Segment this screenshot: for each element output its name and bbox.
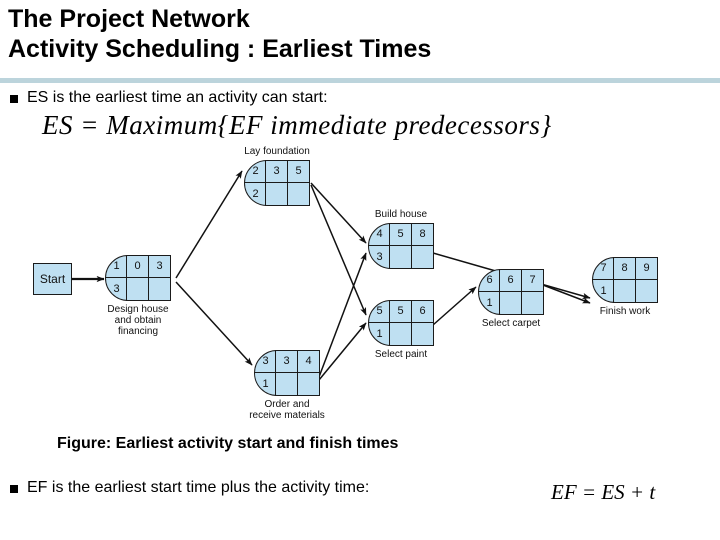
node-grid-line	[368, 245, 434, 246]
node-shape	[105, 255, 171, 301]
node-cell-es: 6	[486, 274, 493, 286]
node-cell-es: 3	[262, 355, 269, 367]
node-cell-ef: 4	[305, 355, 312, 367]
bullet-square-icon	[10, 95, 18, 103]
node-label-build-house: Build house	[374, 209, 428, 220]
node-grid-line	[389, 223, 390, 269]
node-grid-line	[265, 160, 266, 206]
node-grid-line	[368, 322, 434, 323]
node-label-select-carpet: Select carpet	[481, 318, 541, 329]
node-grid-line	[105, 277, 171, 278]
node-label-select-paint: Select paint	[374, 349, 428, 360]
node-cell-es: 4	[376, 228, 383, 240]
node-grid-line	[148, 255, 149, 301]
node-cell-num: 6	[507, 274, 514, 286]
node-grid-line	[499, 269, 500, 315]
bullet-text-es: ES is the earliest time an activity can …	[27, 89, 328, 106]
node-cell-es: 2	[252, 165, 259, 177]
node-cell-ef: 8	[419, 228, 426, 240]
node-cell-num: 8	[621, 262, 628, 274]
node-shape	[368, 223, 434, 269]
node-cell-es: 1	[113, 260, 120, 272]
node-select-paint[interactable]: 5 5 6 1 Select paint	[368, 300, 434, 360]
diagram-edges	[72, 170, 591, 381]
node-shape	[244, 160, 310, 206]
node-grid-line	[275, 350, 276, 396]
node-cell-ef: 3	[156, 260, 163, 272]
formula-ef: EF = ES + t	[551, 480, 656, 504]
node-cell-ef: 7	[529, 274, 536, 286]
node-label-lay-foundation: Lay foundation	[244, 146, 310, 157]
node-cell-t: 1	[486, 297, 493, 309]
figure-caption: Figure: Earliest activity start and fini…	[57, 435, 399, 452]
node-grid-line	[521, 269, 522, 315]
node-shape	[478, 269, 544, 315]
node-grid-line	[635, 257, 636, 303]
node-finish-work[interactable]: 7 8 9 1 Finish work	[592, 257, 658, 317]
node-build-house[interactable]: 4 5 8 3 Build house	[368, 209, 434, 269]
node-cell-ef: 9	[643, 262, 650, 274]
node-grid-line	[411, 223, 412, 269]
node-shape	[368, 300, 434, 346]
title-line-1: The Project Network	[8, 5, 250, 33]
node-cell-num: 3	[283, 355, 290, 367]
node-label-finish-work: Finish work	[599, 306, 651, 317]
title-line-2: Activity Scheduling : Earliest Times	[8, 35, 432, 63]
node-grid-line	[478, 291, 544, 292]
node-select-carpet[interactable]: 6 6 7 1 Select carpet	[478, 269, 544, 329]
bullet-item-ef: EF is the earliest start time plus the a…	[10, 478, 369, 498]
node-grid-line	[592, 279, 658, 280]
node-grid-line	[126, 255, 127, 301]
node-cell-num: 5	[397, 228, 404, 240]
node-cell-num: 5	[397, 305, 404, 317]
node-grid-line	[389, 300, 390, 346]
node-cell-es: 5	[376, 305, 383, 317]
node-cell-t: 1	[376, 328, 383, 340]
bullet-text-ef: EF is the earliest start time plus the a…	[27, 479, 370, 496]
node-cell-ef: 5	[295, 165, 302, 177]
formula-es: ES = Maximum{EF immediate predecessors}	[42, 110, 552, 140]
node-start[interactable]: Start	[33, 263, 72, 295]
node-grid-line	[613, 257, 614, 303]
node-cell-t: 1	[600, 285, 607, 297]
node-cell-t: 3	[113, 283, 120, 295]
node-cell-num: 0	[134, 260, 141, 272]
node-cell-t: 3	[376, 251, 383, 263]
node-cell-es: 7	[600, 262, 607, 274]
bullet-item-es: ES is the earliest time an activity can …	[10, 88, 328, 108]
title-divider	[0, 78, 720, 83]
node-grid-line	[254, 372, 320, 373]
node-cell-num: 3	[273, 165, 280, 177]
node-grid-line	[297, 350, 298, 396]
slide-title: The Project Network Activity Scheduling …	[8, 4, 712, 64]
node-cell-t: 2	[252, 188, 259, 200]
node-cell-ef: 6	[419, 305, 426, 317]
node-grid-line	[244, 182, 310, 183]
node-shape	[254, 350, 320, 396]
node-grid-line	[411, 300, 412, 346]
node-lay-foundation[interactable]: 2 3 5 2 Lay foundation	[244, 146, 310, 206]
node-shape	[592, 257, 658, 303]
node-cell-t: 1	[262, 378, 269, 390]
bullet-square-icon	[10, 485, 18, 493]
node-grid-line	[287, 160, 288, 206]
